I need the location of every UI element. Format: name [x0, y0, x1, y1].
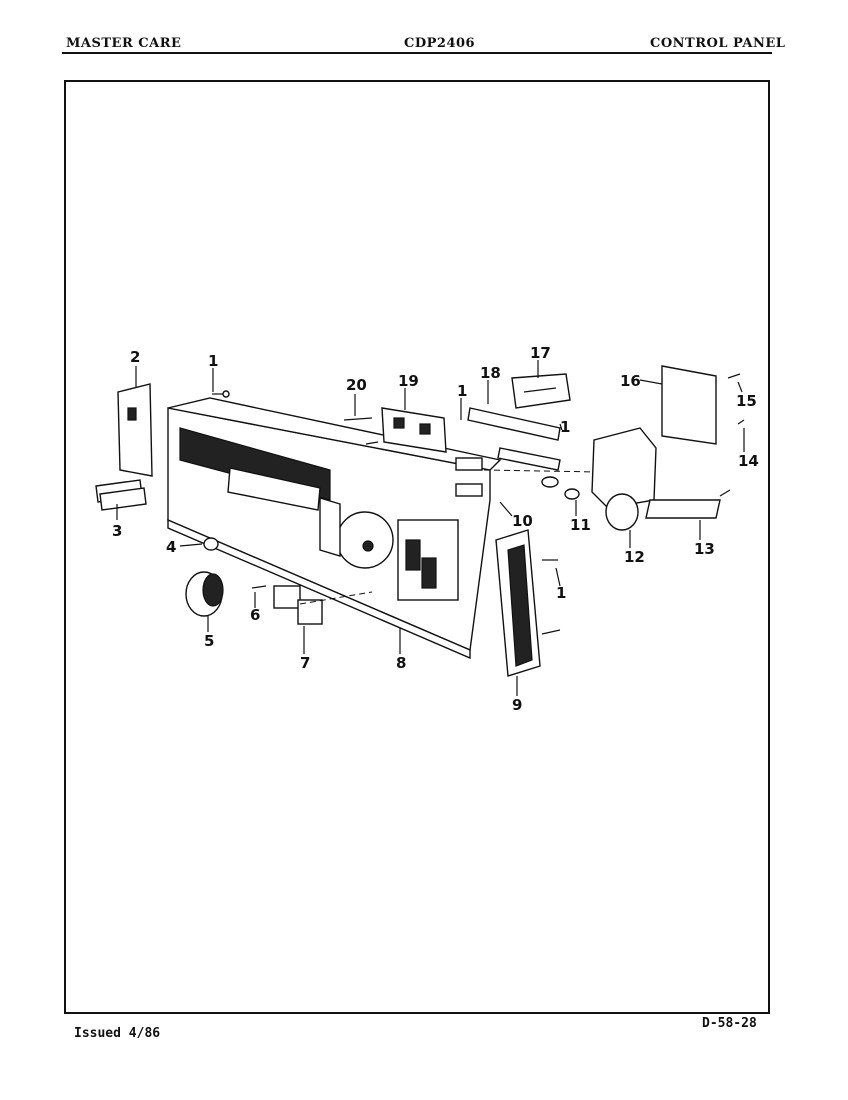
footer-issued: Issued 4/86 [74, 1026, 161, 1041]
header-section: CONTROL PANEL [650, 36, 786, 51]
callout-10: 10 [512, 512, 533, 530]
footer-page-code: D-58-28 [702, 1016, 757, 1031]
callout-16: 16 [620, 372, 641, 390]
callout-1-top: 1 [208, 352, 218, 370]
pushbutton-set [95, 479, 147, 511]
callout-1-bracket: 1 [457, 382, 467, 400]
screw-top-left [212, 390, 230, 398]
callout-2: 2 [130, 348, 140, 366]
callout-1-rail: 1 [560, 418, 570, 436]
callout-8: 8 [396, 654, 406, 672]
switch-assembly [251, 585, 373, 625]
callout-19: 19 [398, 372, 419, 390]
callout-4: 4 [166, 538, 176, 556]
right-end-cap [495, 529, 561, 677]
timer-cover [661, 365, 745, 497]
callout-20: 20 [346, 376, 367, 394]
control-panel-body [167, 397, 502, 660]
callout-5: 5 [204, 632, 214, 650]
callout-17: 17 [530, 344, 551, 362]
callout-11: 11 [570, 516, 591, 534]
knob-assembly [185, 537, 224, 617]
callout-15: 15 [736, 392, 757, 410]
mounting-rails [467, 373, 571, 471]
leader-lines [116, 360, 745, 696]
callout-1-endcap: 1 [556, 584, 566, 602]
wire-connectors [455, 457, 601, 500]
callout-9: 9 [512, 696, 522, 714]
header-brand: MASTER CARE [66, 36, 182, 51]
center-bracket [343, 407, 447, 453]
left-end-cap [117, 383, 153, 477]
callout-13: 13 [694, 540, 715, 558]
callout-3: 3 [112, 522, 122, 540]
diagram-frame [64, 80, 770, 1014]
timer-assembly [591, 427, 721, 531]
callout-18: 18 [480, 364, 501, 382]
callout-12: 12 [624, 548, 645, 566]
header-model: CDP2406 [404, 36, 476, 51]
callout-6: 6 [250, 606, 260, 624]
header-rule [62, 52, 772, 54]
callout-7: 7 [300, 654, 310, 672]
callout-14: 14 [738, 452, 759, 470]
